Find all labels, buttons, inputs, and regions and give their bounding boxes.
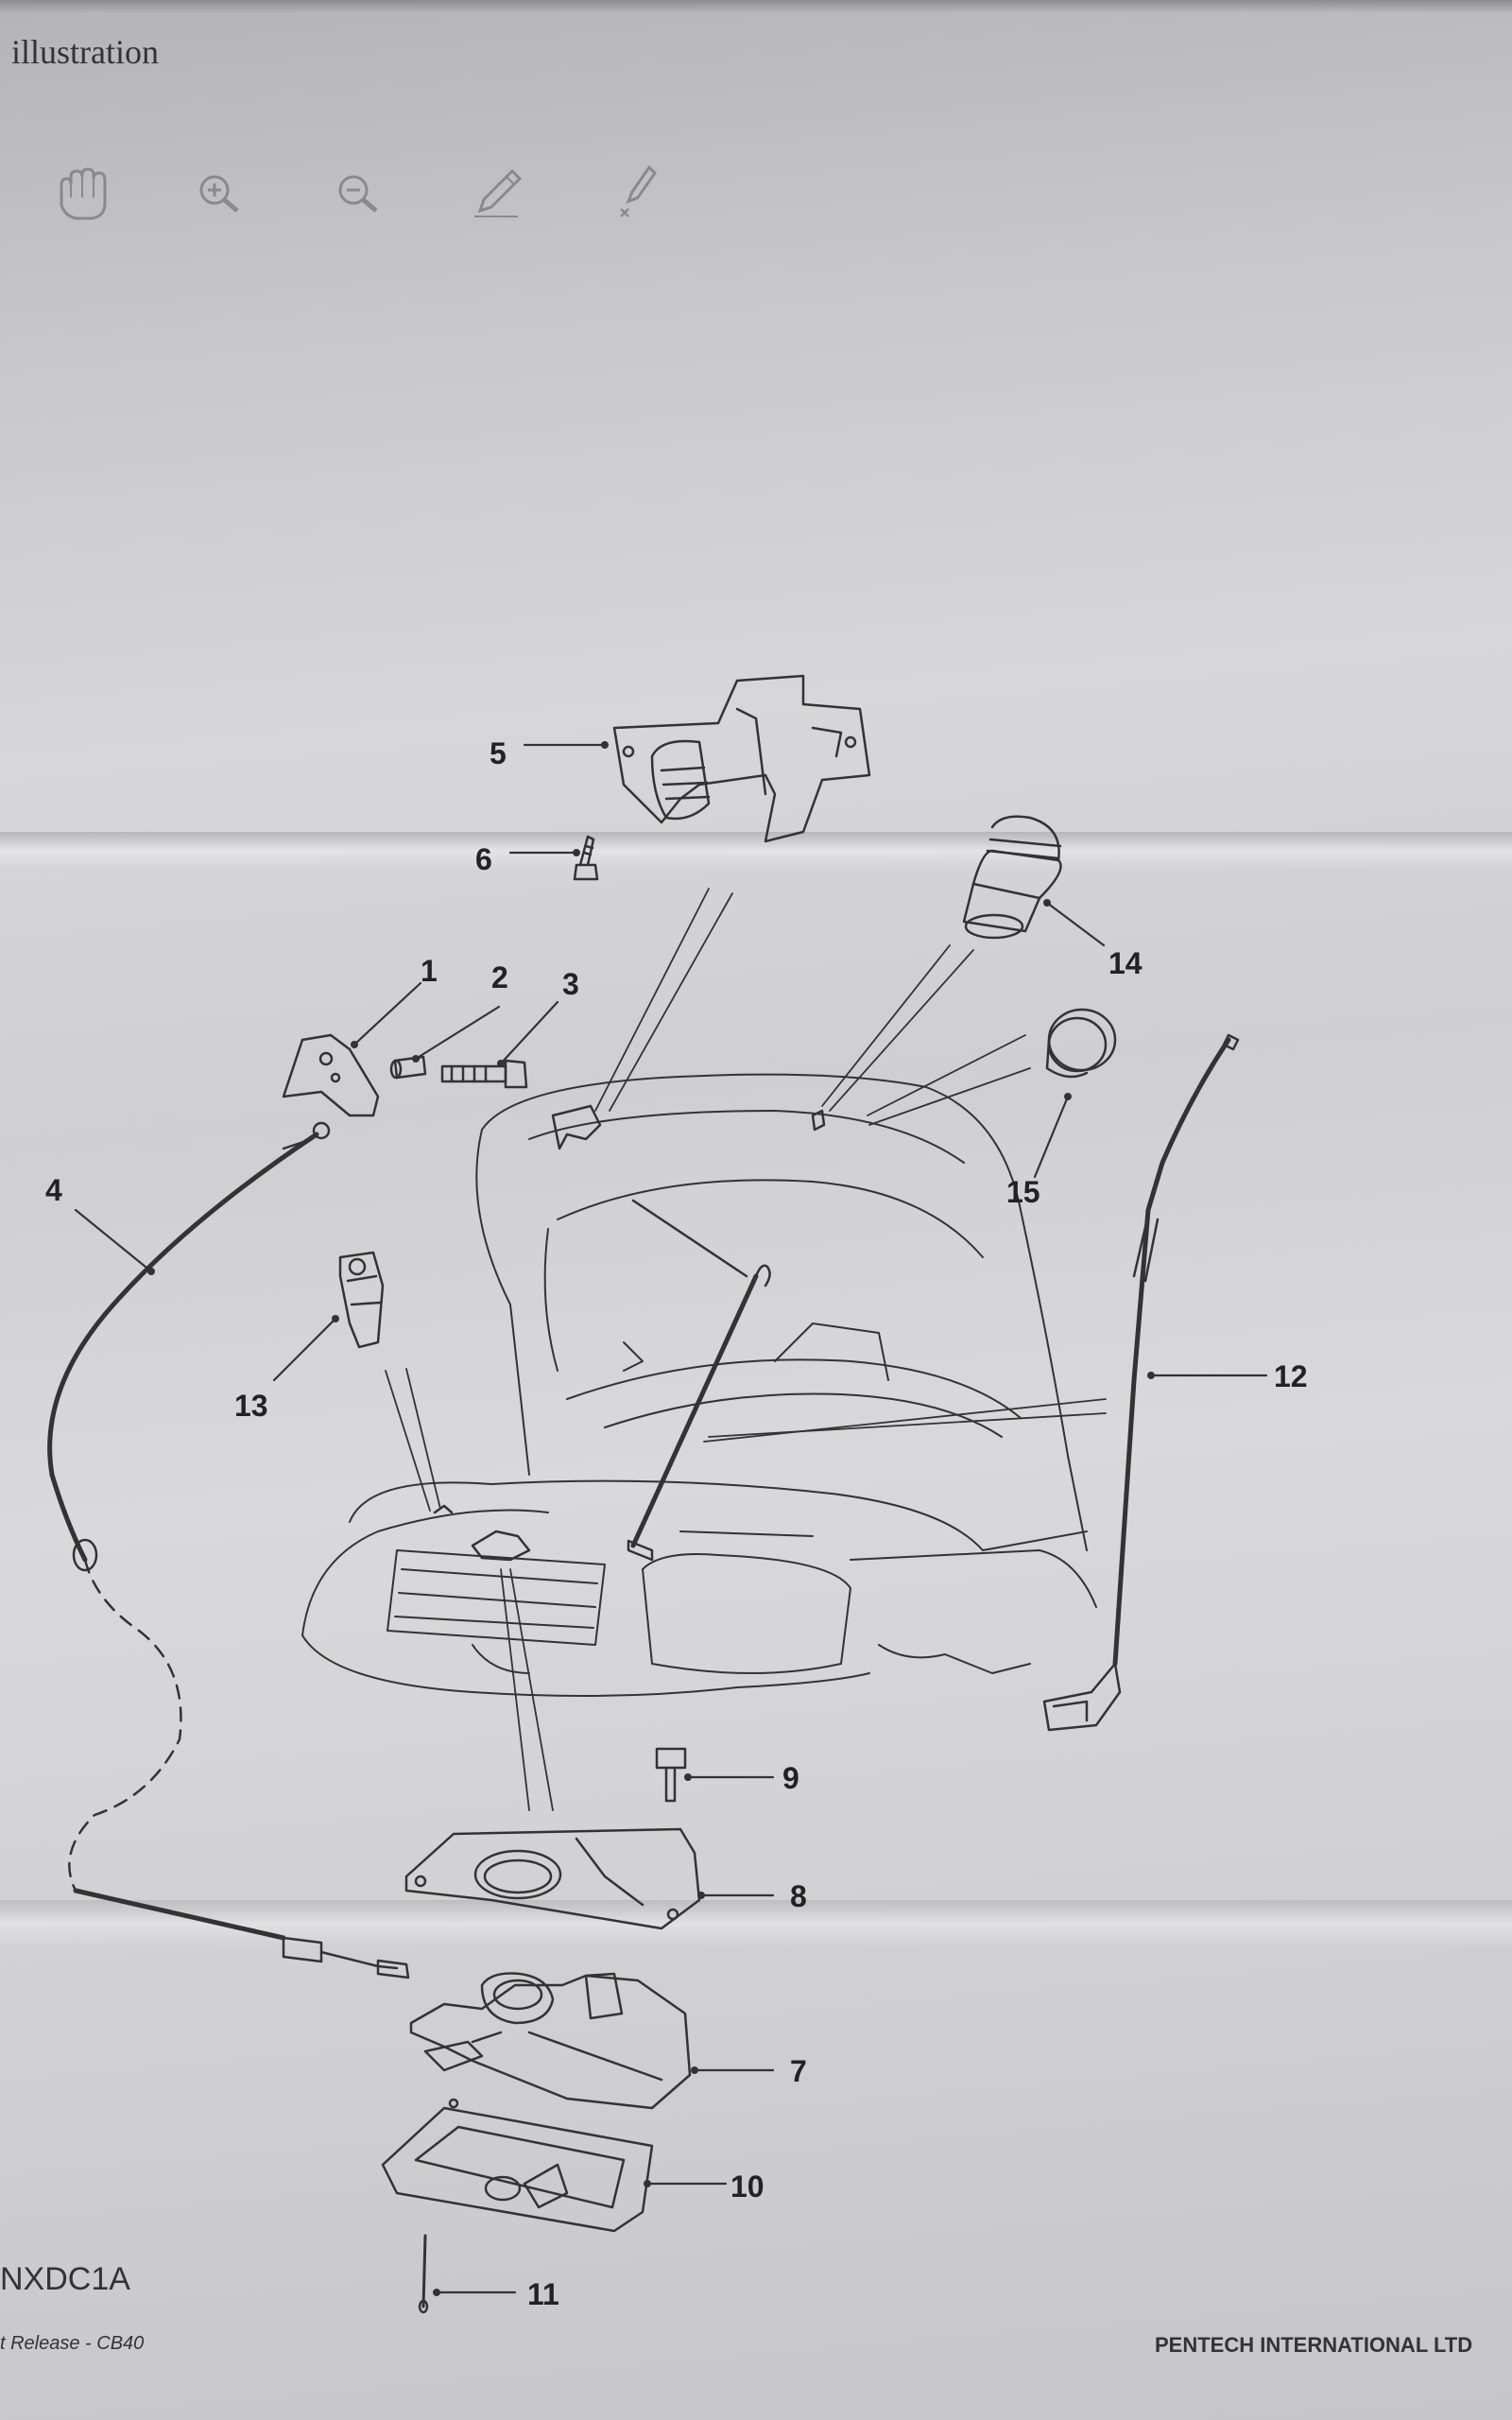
part-9-bolt [655,1747,687,1803]
clip-position-marker [433,1504,454,1514]
lock-position-marker [471,1530,531,1562]
callout-labels: 1 2 3 4 5 6 7 8 9 10 11 12 13 14 15 [45,736,1308,2311]
release-label: t Release - CB40 [0,2333,145,2354]
callout-14: 14 [1108,946,1143,980]
eraser-pencil-icon [620,164,657,217]
part-13-cable-clip [338,1251,385,1349]
hand-tool-button[interactable] [44,156,120,232]
callout-11: 11 [527,2277,559,2311]
bonnet-latch-position-marker [551,1104,602,1150]
callout-12: 12 [1274,1359,1308,1393]
grommet-position-marker [811,1109,826,1132]
callout-6: 6 [475,842,492,876]
callout-1: 1 [421,954,438,988]
zoom-in-icon [199,175,239,213]
part-7-lock-assembly [409,1972,692,2110]
eraser-tool-button[interactable] [600,156,676,232]
drawing-code: NXDC1A [0,2261,130,2297]
part-6-bolt [573,835,599,881]
callout-13: 13 [234,1389,268,1423]
part-8-lock-bracket [404,1827,701,1930]
zoom-in-button[interactable] [182,156,258,232]
callout-10: 10 [730,2169,765,2204]
callout-5: 5 [490,736,507,770]
part-2-sleeve [389,1055,427,1080]
part-14-bump-stop [962,815,1062,940]
pencil-tool-button[interactable] [461,156,537,232]
vehicle-outline [301,1073,1097,1697]
leader-lines [74,743,1268,2294]
part-4-release-cable [47,1121,410,1979]
leader-dots [147,741,1155,2296]
callout-2: 2 [491,960,508,994]
page-title: illustration [11,33,159,71]
part-5-bonnet-lock [612,674,871,843]
guide-lines [385,888,1107,1811]
part-12-bonnet-stay [1042,1033,1240,1732]
callout-9: 9 [782,1761,799,1795]
company-name: PENTECH INTERNATIONAL LTD [1155,2333,1473,2357]
part-15-grommet [1045,1008,1117,1079]
hand-icon [60,167,107,220]
callout-4: 4 [45,1173,62,1207]
part-3-bolt [440,1059,528,1089]
bonnet-stay-rod [627,1199,771,1562]
part-11-pin [418,2234,429,2314]
callout-15: 15 [1006,1175,1040,1209]
pencil-icon [474,168,523,217]
paper-top-edge [0,0,1512,13]
callout-7: 7 [790,2054,807,2088]
part-10-tray [381,2098,654,2233]
paper-fold-lower [0,1900,1512,1947]
part-1-lever [282,1033,380,1117]
callout-8: 8 [790,1879,807,1913]
zoom-out-button[interactable] [321,156,397,232]
zoom-out-icon [338,175,378,213]
callout-3: 3 [562,967,579,1001]
paper-fold-upper [0,832,1512,870]
